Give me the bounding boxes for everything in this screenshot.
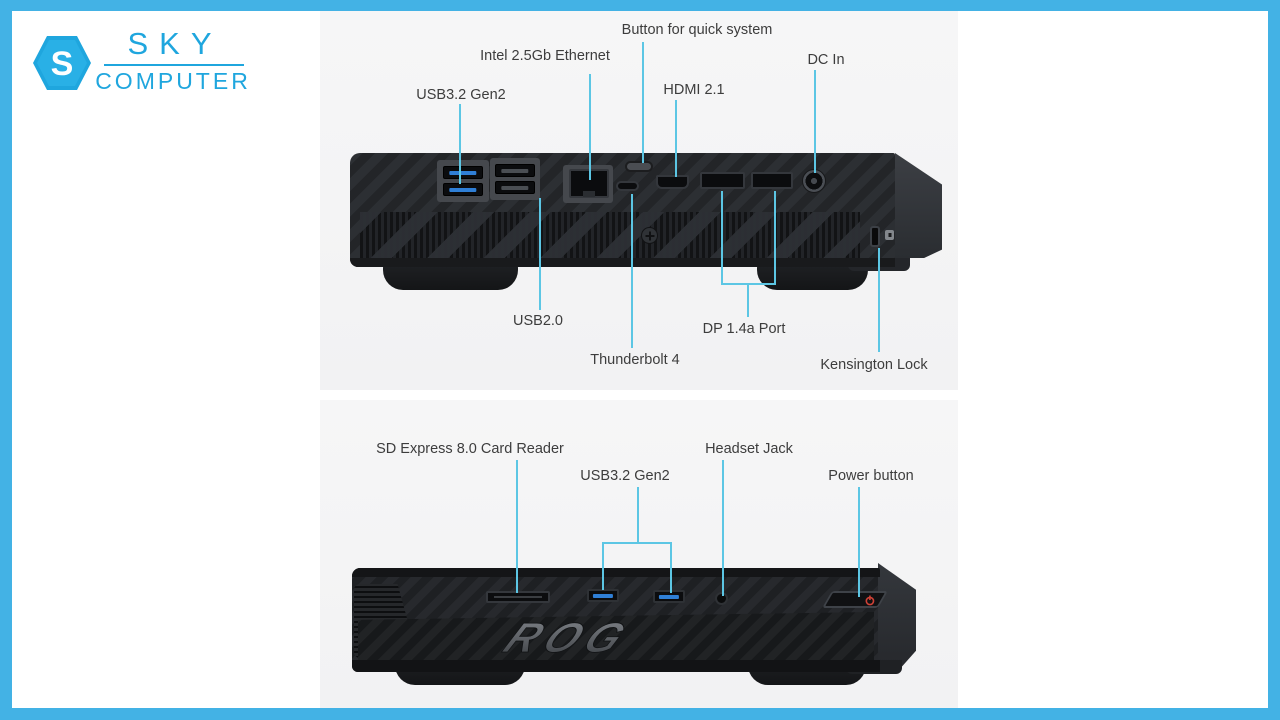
label-kensington: Kensington Lock (820, 357, 928, 373)
sd-card-slot (486, 591, 550, 603)
usb3-tab (658, 594, 680, 599)
displayport-port (751, 172, 793, 189)
rog-logo: ROG (495, 615, 643, 661)
usb3-tab (449, 170, 477, 175)
thunderbolt-port (616, 181, 639, 191)
screw-icon (641, 227, 658, 244)
leader-usb32-right (670, 542, 672, 593)
usb3-front-port (653, 590, 685, 603)
usb3-port (443, 183, 483, 196)
usb3-tab (592, 593, 614, 598)
brand-title: SKY (127, 26, 223, 61)
quick-system-button (625, 161, 653, 172)
label-usb32-gen2-back: USB3.2 Gen2 (416, 87, 506, 103)
usb2-port (495, 164, 535, 177)
leader-headset (722, 460, 724, 596)
device-back-vents (360, 212, 860, 258)
brand-subtitle: COMPUTER (95, 68, 251, 94)
usb2-port (495, 181, 535, 194)
sky-computer-logo: S SKY COMPUTER (20, 23, 260, 103)
leader-usb32-bridge (602, 542, 672, 544)
logo-monogram: S (51, 45, 74, 83)
label-power-button: Power button (828, 468, 914, 484)
leader-usb20 (539, 198, 541, 310)
leader-usb32-stem (637, 487, 639, 543)
leader-dp-stem (747, 283, 749, 317)
device-front-bottom-rim (352, 660, 880, 672)
device-front-top-rim (352, 568, 880, 577)
device-front-logo-band (358, 612, 874, 661)
label-usb32-gen2-front: USB3.2 Gen2 (580, 468, 670, 484)
page-background: S SKY COMPUTER USB3.2 Gen2 Intel 2.5Gb E… (12, 11, 1268, 708)
kensington-lock-slot (870, 226, 880, 247)
leader-usb32-back (459, 104, 461, 184)
label-headset-jack: Headset Jack (705, 441, 793, 457)
label-hdmi: HDMI 2.1 (663, 82, 725, 98)
label-thunderbolt: Thunderbolt 4 (590, 352, 680, 368)
leader-dp-right (774, 191, 776, 283)
hexagon-s-icon: S (33, 36, 91, 90)
label-quick-button: Button for quick system (621, 22, 773, 38)
label-dc-in: DC In (807, 52, 845, 68)
displayport-port (700, 172, 745, 189)
rog-logo-text: ROG (495, 615, 642, 661)
leader-ethernet (589, 74, 591, 180)
brand-divider (104, 64, 244, 66)
leader-dc-in (814, 70, 816, 173)
label-usb20: USB2.0 (513, 313, 563, 329)
usb2-tab (501, 168, 529, 173)
label-dp-port: DP 1.4a Port (702, 321, 786, 337)
leader-usb32-left (602, 542, 604, 590)
usb3-tab (449, 187, 477, 192)
power-icon (865, 595, 875, 606)
leader-hdmi (675, 100, 677, 177)
power-button (822, 591, 888, 608)
headset-jack-port (715, 592, 728, 605)
ethernet-notch (583, 191, 595, 197)
label-sd-reader: SD Express 8.0 Card Reader (376, 441, 564, 457)
label-ethernet: Intel 2.5Gb Ethernet (480, 48, 610, 64)
usb3-front-port (587, 589, 619, 602)
leader-quick-button (642, 42, 644, 163)
sd-card-slit (494, 596, 542, 598)
hdmi-port (656, 175, 689, 189)
usb2-tab (501, 185, 529, 190)
usb3-port (443, 166, 483, 179)
kensington-lock-icon (885, 230, 894, 240)
leader-sd-reader (516, 460, 518, 593)
device-back-bottom-rim (350, 258, 895, 267)
leader-kensington (878, 248, 880, 352)
leader-dp-left (721, 191, 723, 283)
leader-power (858, 487, 860, 597)
leader-thunderbolt (631, 194, 633, 348)
